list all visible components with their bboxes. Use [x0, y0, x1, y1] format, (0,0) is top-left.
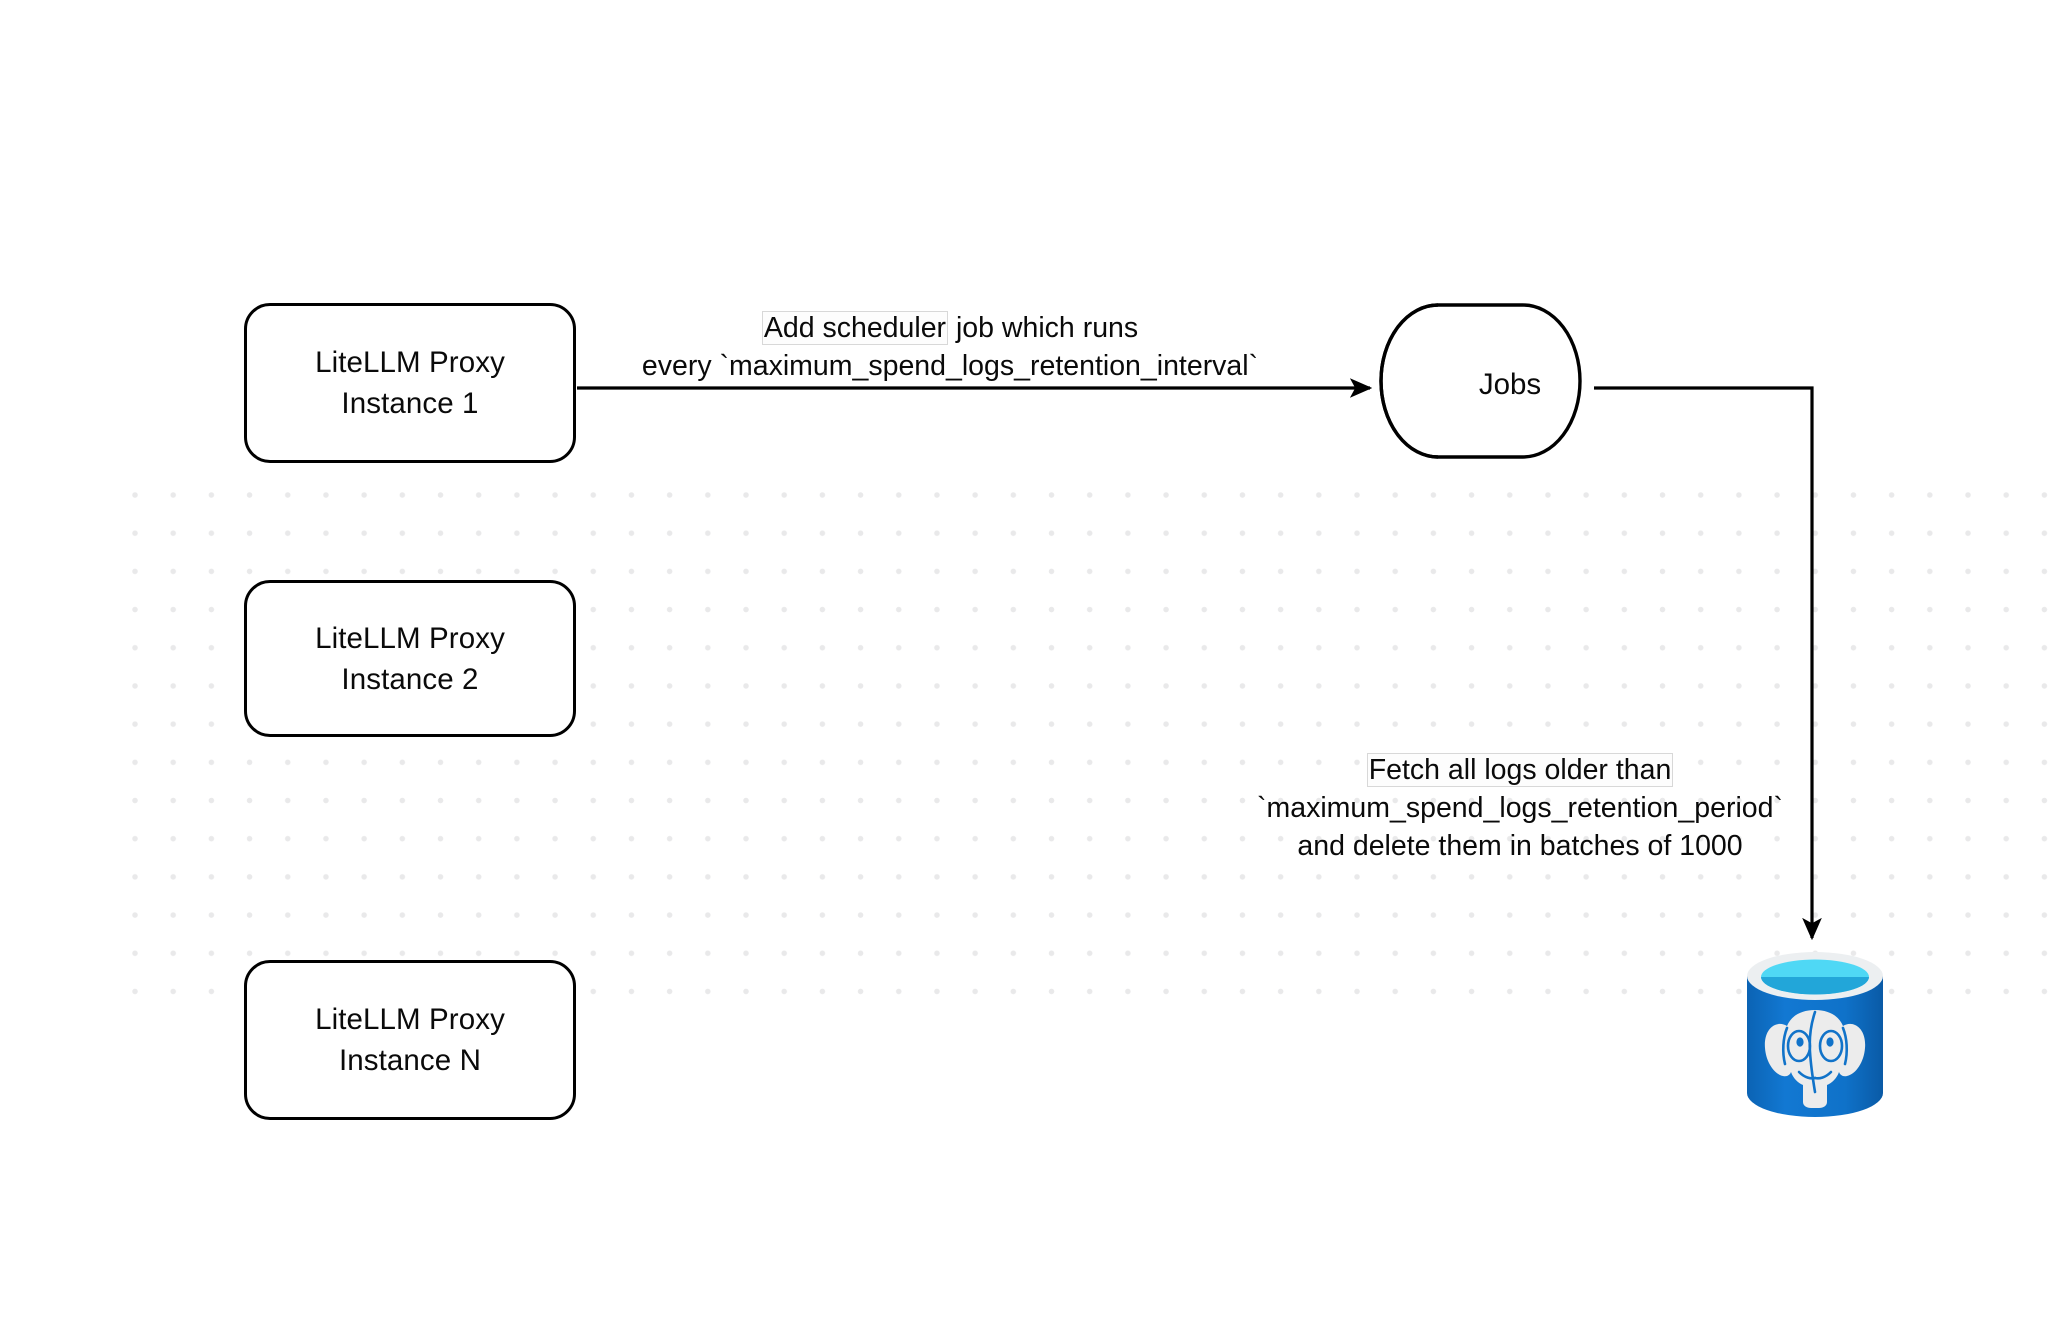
node-instance-2-label: LiteLLM Proxy Instance 2 — [315, 621, 505, 696]
node-litellm-proxy-instance-2[interactable]: LiteLLM Proxy Instance 2 — [244, 580, 576, 737]
node-litellm-proxy-instance-1[interactable]: LiteLLM Proxy Instance 1 — [244, 303, 576, 463]
node-instance-1-label: LiteLLM Proxy Instance 1 — [315, 346, 505, 420]
edge-label-fetch-and-delete-logs: Fetch all logs older than `maximum_spend… — [1250, 752, 1790, 866]
edge-label-scheduler-line-1: Add scheduler job which runs — [600, 310, 1300, 348]
node-litellm-proxy-instance-n[interactable]: LiteLLM Proxy Instance N — [244, 960, 576, 1120]
postgresql-elephant-glyph — [1764, 1010, 1866, 1108]
edge-label-scheduler-highlight: Add scheduler — [761, 311, 949, 345]
edge-label-add-scheduler-job: Add scheduler job which runs every `maxi… — [600, 310, 1300, 386]
edge-label-fetch-line-1: Fetch all logs older than — [1250, 752, 1790, 790]
connector-jobs-to-database — [1594, 386, 1822, 941]
jobs-cylinder-shape — [1379, 303, 1582, 459]
node-instance-n-label: LiteLLM Proxy Instance N — [315, 1003, 505, 1077]
edge-label-fetch-line-3: and delete them in batches of 1000 — [1297, 829, 1743, 862]
edge-label-scheduler-line-1-rest: job which runs — [948, 312, 1139, 344]
postgresql-elephant-eyes — [1796, 1037, 1834, 1047]
edge-label-fetch-highlight: Fetch all logs older than — [1366, 753, 1674, 787]
edge-label-scheduler-line-2: every `maximum_spend_logs_retention_inte… — [641, 349, 1259, 382]
edge-label-fetch-line-2: `maximum_spend_logs_retention_period` — [1257, 791, 1783, 824]
postgresql-database-icon[interactable] — [1743, 952, 1887, 1118]
